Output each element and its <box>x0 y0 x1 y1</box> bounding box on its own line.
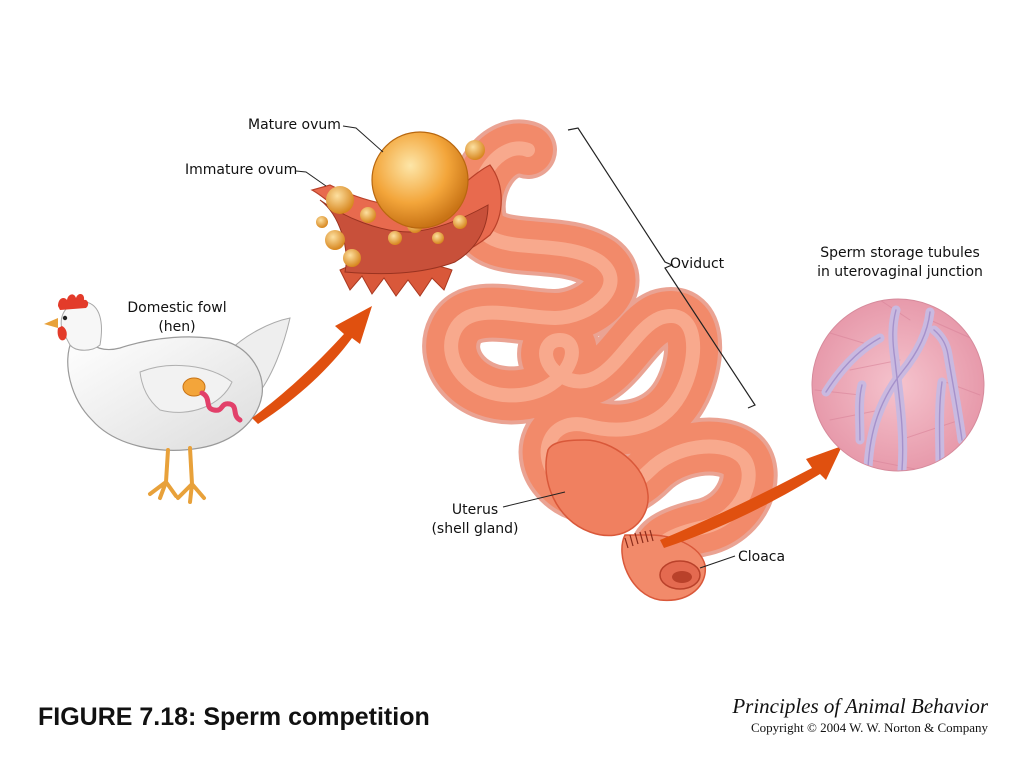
oviduct-illustration <box>310 119 778 601</box>
book-title: Principles of Animal Behavior <box>732 694 988 718</box>
label-uterus-line1: Uterus <box>451 502 499 518</box>
hen-wattle <box>57 326 67 341</box>
label-uterus-line2: (shell gland) <box>431 521 519 537</box>
leader-mature-ovum <box>342 125 384 153</box>
label-cloaca: Cloaca <box>738 549 786 565</box>
label-immature-ovum: Immature ovum <box>185 162 298 178</box>
ovary-follicle <box>432 232 444 244</box>
hen-oviduct-inset <box>199 390 243 423</box>
hen-illustration <box>44 294 291 504</box>
ovary-follicle <box>388 231 402 245</box>
hen-beak <box>44 318 58 328</box>
hen-leg-left <box>148 448 178 500</box>
arrow-hen-to-ovary <box>252 306 372 424</box>
label-uterus: Uterus (shell gland) <box>420 501 530 539</box>
uterus-shell-gland <box>545 439 649 537</box>
ovary-follicle <box>343 249 361 267</box>
label-domestic-fowl-line1: Domestic fowl <box>127 300 227 316</box>
hen-comb <box>58 294 89 310</box>
leader-uterus <box>502 491 566 508</box>
uterovaginal-junction <box>624 529 654 549</box>
ovary-follicle <box>360 207 376 223</box>
hen-eye <box>62 315 68 321</box>
oviduct-highlight <box>444 141 756 572</box>
ovary-follicle <box>465 140 485 160</box>
label-sperm-storage-line1: Sperm storage tubules <box>820 245 980 261</box>
sperm-storage-inset <box>811 298 985 472</box>
ovary-follicle <box>326 186 354 214</box>
label-mature-ovum: Mature ovum <box>248 117 341 133</box>
ovary-follicle <box>316 216 328 228</box>
copyright-notice: Copyright © 2004 W. W. Norton & Company <box>750 720 988 735</box>
figure-title: FIGURE 7.18: Sperm competition <box>38 703 430 731</box>
oviduct-bracket <box>567 127 756 409</box>
ovary-follicle <box>325 230 345 250</box>
hen-ovary-inset <box>182 377 206 397</box>
label-sperm-storage: Sperm storage tubules in uterovaginal ju… <box>800 244 1000 282</box>
leader-cloaca <box>699 555 736 569</box>
label-domestic-fowl: Domestic fowl (hen) <box>112 299 242 337</box>
infundibulum-body <box>319 199 489 275</box>
leader-lines <box>295 125 736 569</box>
label-sperm-storage-line2: in uterovaginal junction <box>817 264 983 280</box>
label-domestic-fowl-line2: (hen) <box>158 319 196 335</box>
inset-border <box>811 298 985 472</box>
hen-leg-right <box>176 446 206 504</box>
leader-immature-ovum <box>295 170 327 187</box>
cloaca-inner <box>672 571 692 583</box>
arrow-junction-to-inset <box>660 446 842 548</box>
mature-ovum <box>371 131 469 229</box>
label-oviduct: Oviduct <box>670 256 725 272</box>
ovary-follicle <box>453 215 467 229</box>
